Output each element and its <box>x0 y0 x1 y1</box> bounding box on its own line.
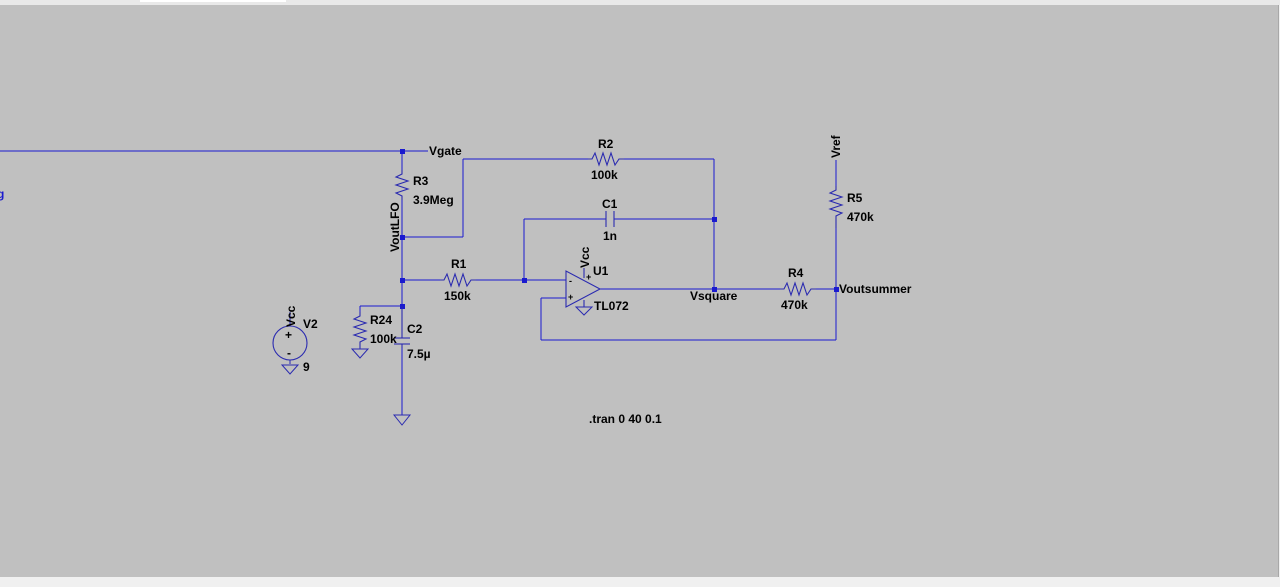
junction-c1-right <box>712 217 717 222</box>
r1-name[interactable]: R1 <box>451 257 467 271</box>
resistor-r24[interactable] <box>352 312 368 348</box>
capacitor-c2[interactable] <box>394 306 410 348</box>
wires <box>0 150 837 415</box>
r3-name[interactable]: R3 <box>413 174 429 188</box>
r5-value[interactable]: 470k <box>847 210 874 224</box>
source-plus-sign: + <box>285 328 292 342</box>
r2-value[interactable]: 100k <box>591 168 618 182</box>
r24-name[interactable]: R24 <box>370 313 392 327</box>
voltage-source-icon[interactable]: + - <box>272 312 308 361</box>
ground-icon <box>350 348 370 359</box>
opamp-supply-plus: + <box>586 272 591 282</box>
net-label-voutsummer[interactable]: Voutsummer <box>839 282 912 296</box>
r4-name[interactable]: R4 <box>788 266 804 280</box>
net-label-vsquare[interactable]: Vsquare <box>690 289 738 303</box>
net-label-vcc-source[interactable]: Vcc <box>284 305 298 327</box>
r3-value[interactable]: 3.9Meg <box>413 193 454 207</box>
r4-value[interactable]: 470k <box>781 298 808 312</box>
net-label-vref[interactable]: Vref <box>829 134 843 158</box>
junction-voutsummer <box>834 287 839 292</box>
c1-value[interactable]: 1n <box>603 229 617 243</box>
ground-icon <box>280 360 300 375</box>
spice-directive[interactable]: .tran 0 40 0.1 <box>589 412 662 426</box>
title-strip <box>0 0 1280 5</box>
net-label-vcc-opamp[interactable]: Vcc <box>578 246 592 268</box>
ground-icon <box>392 414 412 426</box>
v2-name[interactable]: V2 <box>303 317 318 331</box>
active-tab-indicator[interactable] <box>140 0 286 2</box>
partial-net-label[interactable]: g <box>0 187 4 201</box>
resistor-r2[interactable] <box>588 151 624 167</box>
r5-name[interactable]: R5 <box>847 191 863 205</box>
r2-name[interactable]: R2 <box>598 137 614 151</box>
r1-value[interactable]: 150k <box>444 289 471 303</box>
resistor-r1[interactable] <box>440 272 476 288</box>
opamp-plus-sign: + <box>568 292 573 302</box>
opamp-minus-sign: - <box>569 276 572 286</box>
net-label-voutlfo[interactable]: VoutLFO <box>388 202 402 252</box>
r24-value[interactable]: 100k <box>370 332 397 346</box>
resistor-r5[interactable] <box>828 186 844 228</box>
c2-value[interactable]: 7.5µ <box>407 347 431 361</box>
junctions <box>400 149 839 309</box>
junction-voutlfo <box>400 235 405 240</box>
u1-name[interactable]: U1 <box>593 264 609 278</box>
opamp-icon[interactable]: + - + <box>565 268 602 308</box>
schematic-drawing[interactable]: + - + + - <box>0 5 1278 577</box>
ground-icon <box>574 306 594 316</box>
junction-vsquare <box>712 287 717 292</box>
c2-name[interactable]: C2 <box>407 322 423 336</box>
junction-vgate <box>400 149 405 154</box>
resistor-r3[interactable] <box>394 170 410 200</box>
v2-value[interactable]: 9 <box>303 360 310 374</box>
u1-value[interactable]: TL072 <box>594 299 629 313</box>
status-bar <box>0 577 1280 587</box>
source-minus-sign: - <box>287 346 291 360</box>
junction-minus-input <box>522 278 527 283</box>
capacitor-c1[interactable] <box>605 211 615 227</box>
schematic-canvas[interactable]: + - + + - <box>0 5 1279 577</box>
junction-r1-node <box>400 278 405 283</box>
c1-name[interactable]: C1 <box>602 197 618 211</box>
net-label-vgate[interactable]: Vgate <box>429 144 462 158</box>
resistor-r4[interactable] <box>780 281 816 297</box>
